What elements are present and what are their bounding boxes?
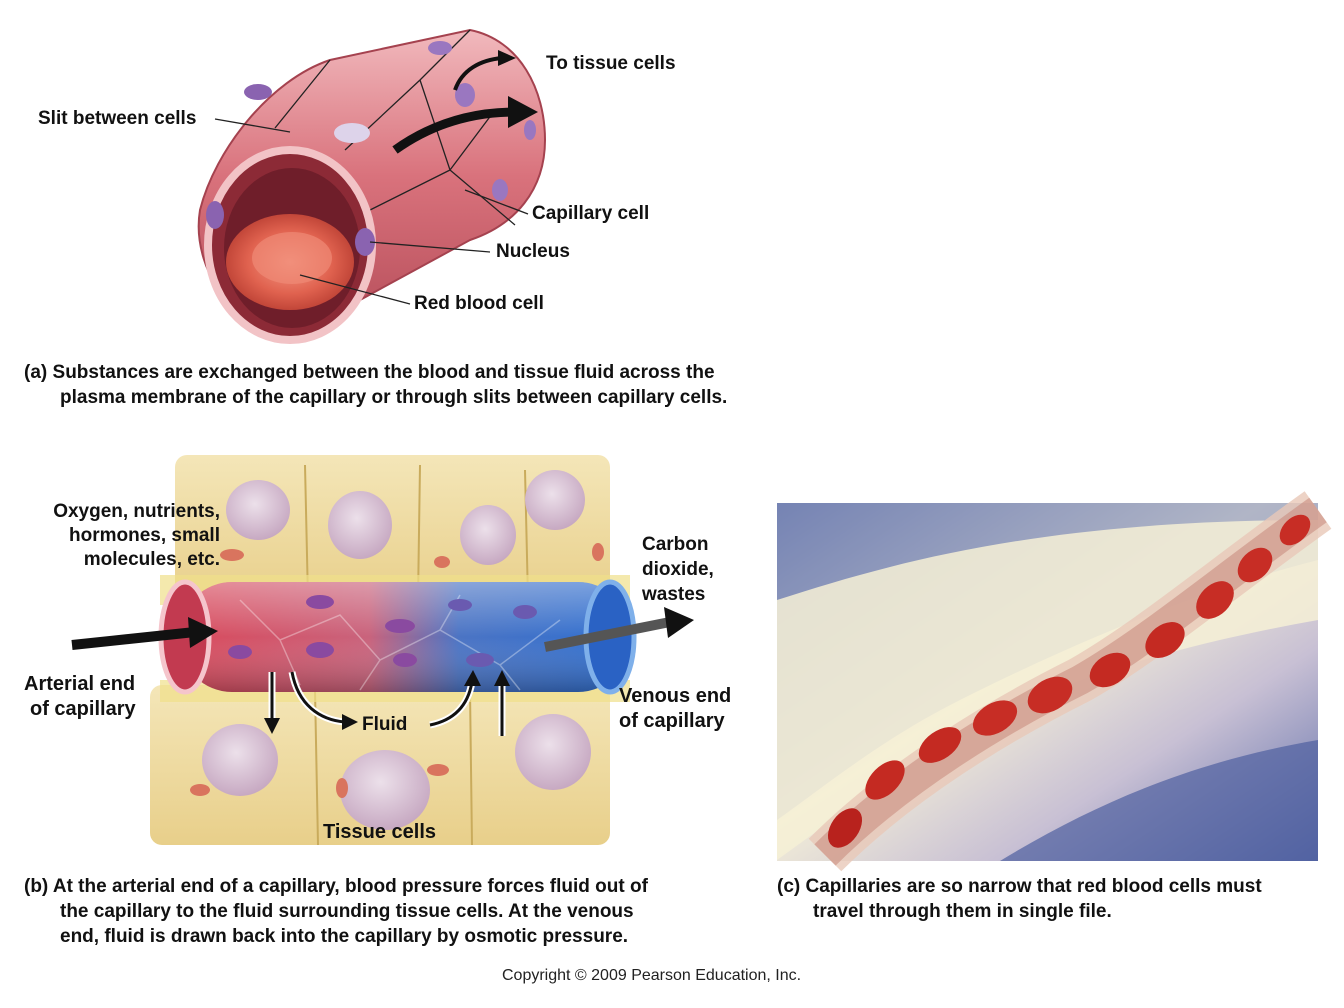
caption-b-line3: end, fluid is drawn back into the capill… xyxy=(60,926,629,947)
tissue-nucleus xyxy=(226,480,290,540)
label-oxygen-line3: molecules, etc. xyxy=(83,549,220,570)
arterial-inflow-arrow xyxy=(71,627,196,650)
nucleus-shape xyxy=(206,201,224,229)
leader-slit xyxy=(214,118,291,133)
label-nucleus: Nucleus xyxy=(496,241,570,262)
small-exchange-arrow xyxy=(453,56,503,91)
big-exchange-arrow xyxy=(392,107,516,154)
capillary-tube-illustration xyxy=(197,28,547,344)
caption-b-line1: At the arterial end of a capillary, bloo… xyxy=(52,876,648,897)
caption-b-tag: (b) xyxy=(24,876,49,897)
caption-a: (a) Substances are exchanged between the… xyxy=(24,360,824,410)
label-slit-between-cells: Slit between cells xyxy=(38,108,197,129)
label-carbon-line1: Carbon xyxy=(642,534,709,555)
copyright-notice: Copyright © 2009 Pearson Education, Inc. xyxy=(502,967,802,984)
label-carbon-line2: dioxide, xyxy=(642,559,714,580)
label-capillary-cell: Capillary cell xyxy=(532,203,650,224)
leader-rbc xyxy=(299,274,411,305)
capillary-exchange-illustration xyxy=(71,455,694,846)
label-tissue-cells: Tissue cells xyxy=(323,821,437,843)
label-fluid: Fluid xyxy=(362,714,408,735)
label-oxygen-line1: Oxygen, nutrients, xyxy=(53,501,220,522)
label-arterial-line2: of capillary xyxy=(30,698,136,720)
label-arterial-line1: Arterial end xyxy=(24,673,136,695)
caption-c: (c) Capillaries are so narrow that red b… xyxy=(777,874,1337,924)
venous-outflow-arrow xyxy=(544,617,671,652)
label-venous-line1: Venous end xyxy=(619,685,732,707)
leader-capillary-cell xyxy=(464,189,529,215)
caption-c-line1: Capillaries are so narrow that red blood… xyxy=(805,876,1262,897)
capillary-micrograph xyxy=(777,491,1332,872)
caption-b: (b) At the arterial end of a capillary, … xyxy=(24,874,744,949)
caption-c-line2: travel through them in single file. xyxy=(813,901,1112,922)
caption-b-line2: the capillary to the fluid surrounding t… xyxy=(60,901,634,922)
caption-a-tag: (a) xyxy=(24,362,48,383)
caption-a-line1: Substances are exchanged between the blo… xyxy=(52,362,715,383)
label-carbon-line3: wastes xyxy=(642,584,706,605)
caption-a-line2: plasma membrane of the capillary or thro… xyxy=(60,387,728,408)
label-red-blood-cell: Red blood cell xyxy=(414,293,544,314)
label-to-tissue-cells: To tissue cells xyxy=(546,53,676,74)
caption-c-tag: (c) xyxy=(777,876,801,897)
leader-nucleus xyxy=(369,241,491,253)
label-venous-line2: of capillary xyxy=(619,710,725,732)
label-oxygen-line2: hormones, small xyxy=(69,525,220,546)
